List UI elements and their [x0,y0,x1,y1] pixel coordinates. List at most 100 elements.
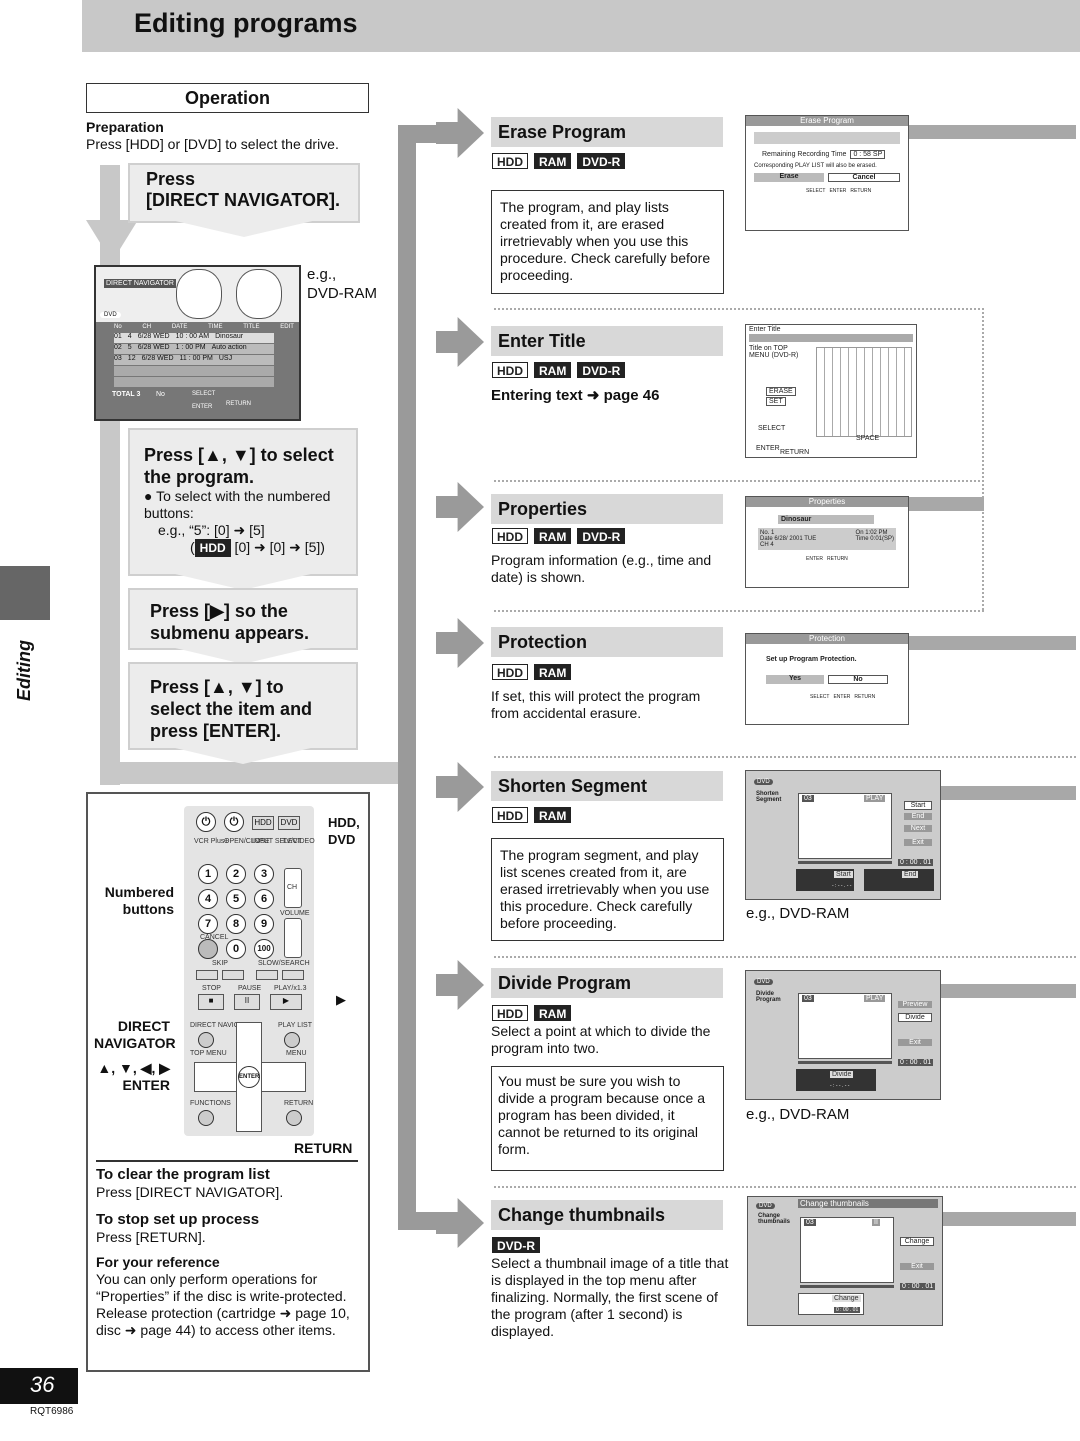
preparation-text: Press [HDD] or [DVD] to select the drive… [86,136,339,152]
return-callout: RETURN [294,1140,353,1156]
stop-text: Press [RETURN]. [96,1229,206,1245]
flow-arrow-head [86,220,138,262]
remaining-time: 0 : 58 SP [850,150,886,159]
direct-navigator-button[interactable] [198,1032,214,1048]
play-status: PLAY [864,995,886,1002]
skip-label: SKIP [212,960,228,967]
pause-icon[interactable]: II [234,994,260,1010]
change-button[interactable]: Change [900,1237,934,1246]
hdd-button[interactable]: HDD [252,816,274,830]
badge: HDD [492,807,528,823]
return-hint: RETURN [780,449,810,456]
space-key[interactable]: SPACE [856,435,880,442]
program-name: Dinosaur [778,515,874,524]
functions-button[interactable] [198,1110,214,1126]
timeline-bar[interactable] [798,1061,892,1064]
dvd-button[interactable]: DVD [278,816,300,830]
fast-fwd-icon[interactable] [282,970,304,980]
face-illustration-2 [236,269,282,319]
divide-eg: e.g., DVD-RAM [746,1106,850,1123]
yes-button[interactable]: Yes [766,675,824,684]
character-grid[interactable] [816,347,912,437]
shorten-screen: DVD Shorten Segment 03 PLAY Start End Ne… [745,770,941,900]
next-button[interactable]: Next [904,825,932,832]
pause-status: II [872,1219,880,1226]
timeline-bar[interactable] [800,1285,894,1288]
key-0[interactable]: 0 [226,939,246,959]
erase-title: Erase Program [491,117,723,147]
erase-key[interactable]: ERASE [766,387,796,396]
volume-rocker[interactable] [284,918,302,958]
nav-select: SELECT [192,391,216,397]
remote-control-diagram: ⏻ ⏻ HDD DVD VCR Plus+ OPEN/CLOSE INPUT S… [86,792,370,1372]
divide-thumb [796,1069,876,1091]
key-9[interactable]: 9 [254,914,274,934]
screen-bar: Properties [746,497,908,507]
page-number: 36 [30,1372,55,1397]
play-icon[interactable]: ▶ [270,994,302,1010]
key-100[interactable]: 100 [254,939,274,959]
col-ch: CH [142,324,152,330]
key-3[interactable]: 3 [254,864,274,884]
key-2[interactable]: 2 [226,864,246,884]
key-1[interactable]: 1 [198,864,218,884]
no-button[interactable]: No [828,675,888,684]
playlist-button[interactable] [284,1032,300,1048]
cell: 1 : 00 PM [175,344,206,351]
strip [940,786,1076,800]
exit-button[interactable]: Exit [898,1039,932,1046]
cancel-label: CANCEL [200,934,229,941]
strip [940,984,1076,998]
key-6[interactable]: 6 [254,889,274,909]
editing-label: Editing [14,640,34,701]
rewind-icon[interactable] [256,970,278,980]
key-4[interactable]: 4 [198,889,218,909]
skip-back-icon[interactable] [196,970,218,980]
divide-time: - : - - . - - [830,1083,850,1089]
divide-button[interactable]: Divide [898,1013,932,1022]
end-button[interactable]: End [904,813,932,820]
face-illustration-1 [176,269,222,319]
cancel-button[interactable] [198,939,218,959]
power-icon[interactable]: ⏻ [196,812,216,832]
erase-note: Corresponding PLAY LIST will also be era… [754,163,877,169]
start-button[interactable]: Start [904,801,932,810]
playlist-label: PLAY LIST [278,1022,312,1029]
return-button[interactable] [286,1110,302,1126]
erase-button[interactable]: Erase [754,173,824,182]
stop-label: STOP [202,985,221,992]
shorten-eg: e.g., DVD-RAM [746,905,850,922]
col-date: DATE [171,324,188,330]
playx-label: PLAY/x1.3 [274,985,307,992]
key-7[interactable]: 7 [198,914,218,934]
step-press-direct-navigator: Press [DIRECT NAVIGATOR]. [128,163,360,223]
badge: HDD [492,153,528,169]
nav-disc-badge: DVD [100,312,121,318]
key-8[interactable]: 8 [226,914,246,934]
vcr-label: VCR Plus+ [194,838,229,845]
side-tab [0,566,50,620]
step1-line2: [DIRECT NAVIGATOR]. [146,190,340,210]
page-number-box [0,1368,78,1404]
exit-button[interactable]: Exit [904,839,932,846]
set-key[interactable]: SET [766,397,786,406]
preview-button[interactable]: Preview [898,1001,932,1008]
power-dvd-icon[interactable]: ⏻ [224,812,244,832]
channel-rocker[interactable] [284,868,302,908]
prop-date: Date 6/28/ 2001 TUE [760,536,817,542]
cancel-button[interactable]: Cancel [828,173,900,182]
enter-button[interactable]: ENTER [238,1066,260,1088]
key-5[interactable]: 5 [226,889,246,909]
hdd-seq: [0] ➜ [0] ➜ [5]) [230,539,325,555]
timeline-bar[interactable] [798,861,892,864]
exit-button[interactable]: Exit [900,1263,934,1270]
program-number: 03 [802,795,814,802]
nav-total: TOTAL 3 [112,391,141,398]
skip-fwd-icon[interactable] [222,970,244,980]
time-readout: 0 : 00 . 01 [898,1059,934,1066]
start-label: Start [834,871,853,878]
stop-icon[interactable]: ■ [198,994,224,1010]
